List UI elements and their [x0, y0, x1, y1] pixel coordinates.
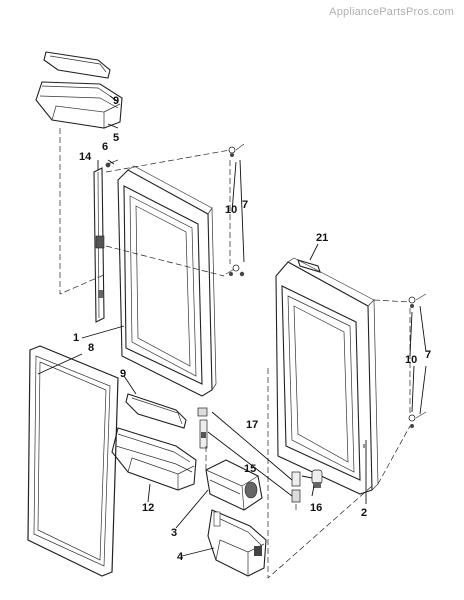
label-part-7-upper: 7	[242, 199, 248, 211]
label-part-17: 17	[246, 419, 258, 431]
label-part-1: 1	[73, 332, 79, 344]
bin-cap-lower	[125, 393, 187, 429]
door-gasket	[27, 345, 119, 577]
hinge-part-15	[291, 471, 301, 503]
label-part-8: 8	[88, 342, 94, 354]
label-part-3: 3	[171, 527, 177, 539]
door-bin-lower	[111, 427, 197, 491]
screw-stack-lower	[408, 293, 427, 428]
label-part-9-top: 9	[113, 95, 119, 107]
hinge-pin-16	[311, 469, 323, 488]
screw-stack-upper	[225, 143, 245, 277]
label-part-9-lower: 9	[120, 368, 126, 380]
label-part-7-lower: 7	[425, 349, 431, 361]
hinge-strip	[93, 167, 105, 323]
label-part-15: 15	[244, 463, 256, 475]
label-part-12: 12	[142, 502, 154, 514]
label-part-16: 16	[310, 502, 322, 514]
label-part-10-lower: 10	[405, 354, 417, 366]
part-labels: 9 5 6 14 10 7 21 1 8 10 7 9 17 15 12 16 …	[73, 95, 431, 563]
bin-cap-top	[43, 51, 111, 79]
label-part-2: 2	[361, 507, 367, 519]
assembly-lines	[59, 128, 411, 579]
leader-lines	[37, 95, 427, 557]
dispenser-housing	[205, 459, 263, 511]
label-part-14: 14	[79, 151, 92, 163]
label-part-21: 21	[316, 232, 328, 244]
label-part-10-upper: 10	[225, 204, 237, 216]
hinge-part-17	[197, 407, 208, 449]
left-door	[117, 165, 217, 397]
door-trim-21	[297, 259, 321, 273]
screw-6	[105, 159, 119, 168]
right-door	[275, 257, 379, 495]
label-part-4: 4	[177, 551, 184, 563]
watermark: AppliancePartsPros.com	[329, 6, 454, 18]
label-part-5: 5	[113, 132, 119, 144]
label-part-6: 6	[102, 141, 108, 153]
dispenser-cradle	[207, 509, 267, 577]
door-bin-top	[35, 81, 123, 129]
